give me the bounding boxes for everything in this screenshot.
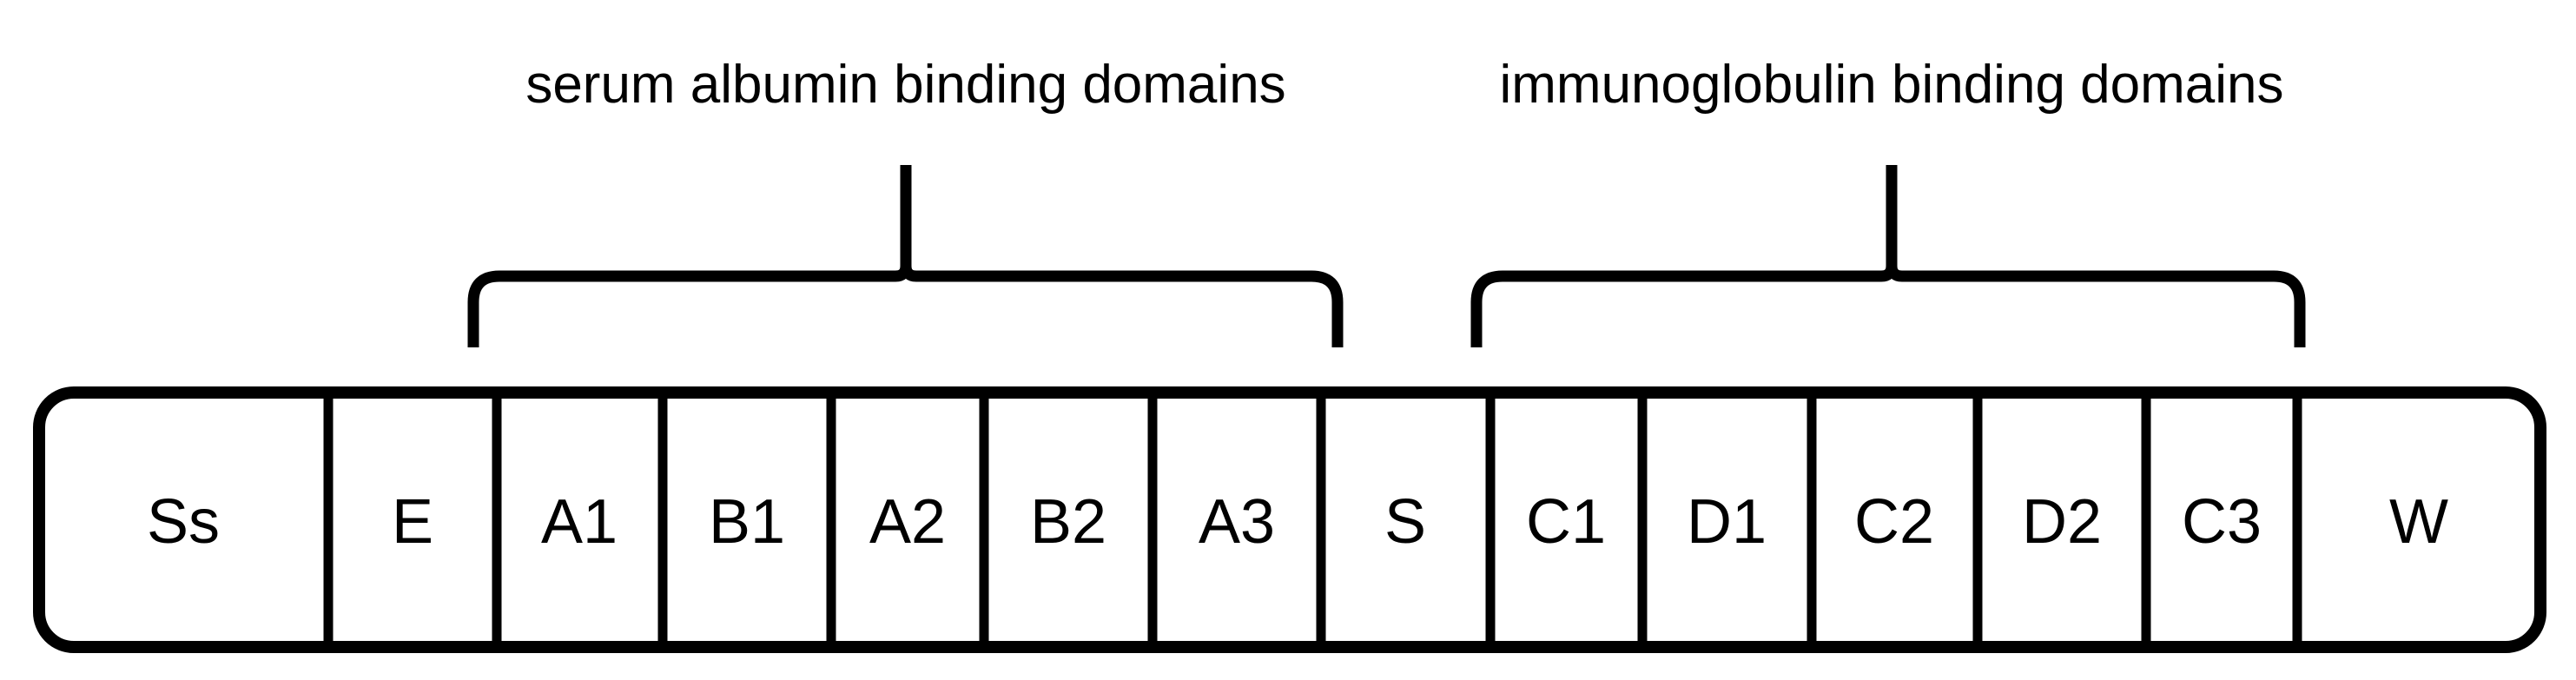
- domain-cell-a1: A1: [541, 487, 618, 557]
- annotation-group-immunoglobulin: immunoglobulin binding domains: [1470, 55, 2306, 347]
- domain-cell-b1: B1: [709, 487, 785, 557]
- domain-cell-c1: C1: [1526, 487, 1606, 557]
- domain-bar: Ss E A1 B1 A2 B2 A3 S C1 D1 C2 D2 C3 W: [33, 386, 2546, 653]
- domain-cell-d1: D1: [1687, 487, 1767, 557]
- curly-brace-serum-albumin: [467, 165, 1344, 347]
- domain-cell-c2: C2: [1854, 487, 1934, 557]
- domain-cell-d2: D2: [2022, 487, 2102, 557]
- domain-cell-c3: C3: [2182, 487, 2262, 557]
- domain-dividers: [323, 393, 2302, 647]
- brace-label-immunoglobulin: immunoglobulin binding domains: [1500, 55, 2284, 115]
- domain-cell-s: S: [1384, 487, 1426, 557]
- curly-brace-immunoglobulin: [1470, 165, 2306, 347]
- annotation-group-serum-albumin: serum albumin binding domains: [467, 55, 1344, 347]
- domain-cell-w: W: [2389, 487, 2448, 557]
- domain-labels: Ss E A1 B1 A2 B2 A3 S C1 D1 C2 D2 C3 W: [147, 487, 2448, 557]
- domain-cell-ss: Ss: [147, 487, 220, 557]
- domain-cell-b2: B2: [1030, 487, 1106, 557]
- domain-cell-e: E: [392, 487, 433, 557]
- domain-cell-a3: A3: [1199, 487, 1275, 557]
- domain-cell-a2: A2: [869, 487, 946, 557]
- brace-label-serum-albumin: serum albumin binding domains: [525, 55, 1285, 115]
